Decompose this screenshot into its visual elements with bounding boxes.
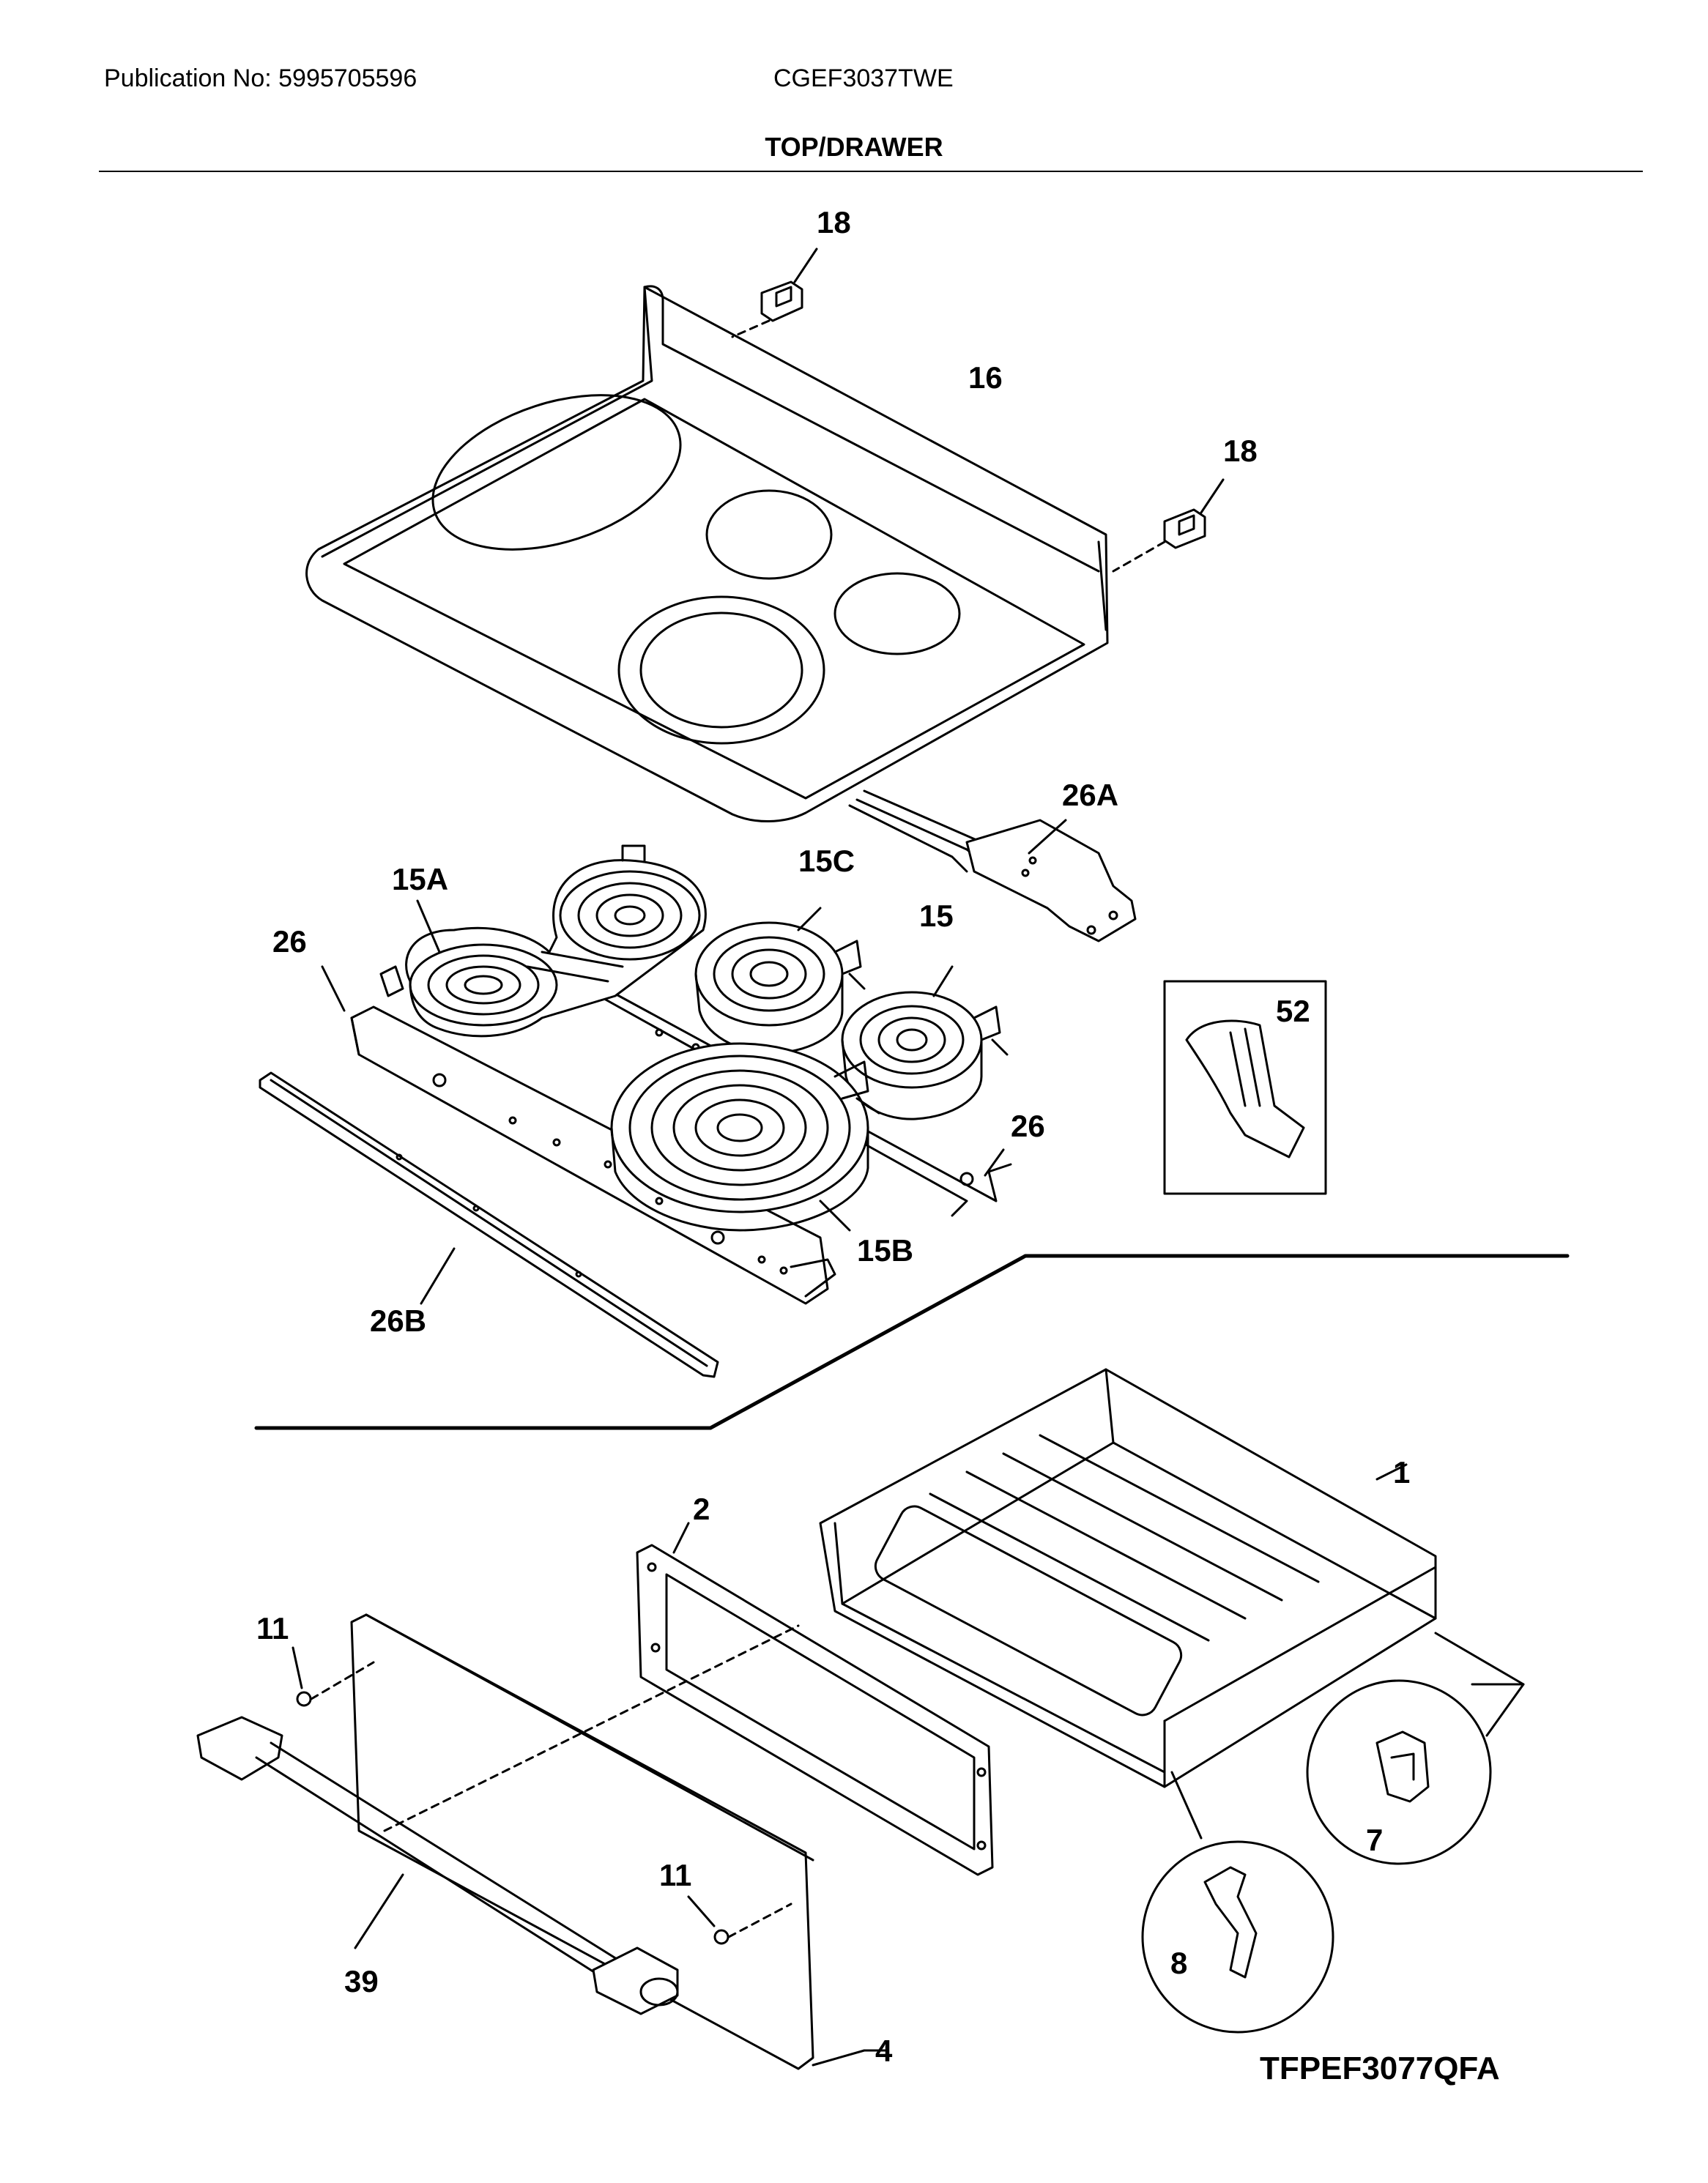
strip-part-26b bbox=[259, 1071, 719, 1378]
header-rule bbox=[99, 171, 1643, 172]
callout-4: 4 bbox=[875, 2034, 893, 2068]
callout-1: 1 bbox=[1393, 1455, 1410, 1490]
clip-part-18-left bbox=[731, 248, 818, 338]
callout-11-lower: 11 bbox=[659, 1858, 691, 1892]
drawer-part-1 bbox=[819, 1368, 1437, 1788]
detail-circle-part-7 bbox=[1306, 1632, 1525, 1865]
cooktop-element-small bbox=[705, 489, 833, 580]
cooktop-element-large bbox=[617, 595, 825, 745]
inset-part-52 bbox=[1163, 980, 1327, 1195]
section-divider-line bbox=[254, 1254, 1570, 1430]
element-part-15c bbox=[694, 907, 866, 1055]
callout-15a: 15A bbox=[392, 862, 448, 896]
callout-52: 52 bbox=[1276, 994, 1310, 1028]
harness-part-26a bbox=[848, 789, 1137, 942]
cooktop-element-rear-right bbox=[833, 572, 961, 655]
drawer-panel-part-2 bbox=[636, 1522, 994, 1876]
section-title: TOP/DRAWER bbox=[765, 132, 943, 162]
screw-part-11-lower bbox=[687, 1895, 792, 1945]
handle-part-39 bbox=[196, 1624, 800, 2015]
diagram-code: TFPEF3077QFA bbox=[1260, 2050, 1500, 2086]
callout-7: 7 bbox=[1366, 1823, 1383, 1857]
detail-circle-part-8 bbox=[1141, 1771, 1334, 2034]
callout-15: 15 bbox=[919, 899, 954, 933]
callout-15b: 15B bbox=[857, 1233, 913, 1268]
element-part-15 bbox=[841, 965, 1009, 1120]
callout-26-right: 26 bbox=[1011, 1109, 1045, 1143]
cooktop-element-oblong bbox=[431, 394, 682, 551]
element-part-15b bbox=[610, 1042, 880, 1232]
callout-15c: 15C bbox=[798, 844, 855, 878]
cooktop-part-16 bbox=[305, 285, 1109, 822]
callout-26-left: 26 bbox=[272, 924, 307, 959]
callout-16: 16 bbox=[968, 360, 1003, 395]
callout-11-upper: 11 bbox=[256, 1611, 289, 1645]
publication-number: Publication No: 5995705596 bbox=[104, 64, 417, 92]
callout-2: 2 bbox=[693, 1492, 710, 1526]
screw-part-11-upper bbox=[292, 1646, 375, 1707]
drawer-front-part-4 bbox=[350, 1613, 888, 2070]
callout-18-right: 18 bbox=[1223, 434, 1258, 468]
clip-part-18-right bbox=[1112, 478, 1225, 573]
model-number: CGEF3037TWE bbox=[773, 64, 954, 92]
callout-26b: 26B bbox=[370, 1304, 426, 1338]
callout-18-left: 18 bbox=[817, 205, 851, 239]
callout-26a: 26A bbox=[1062, 778, 1118, 812]
callout-39: 39 bbox=[344, 1964, 379, 1998]
callout-8: 8 bbox=[1170, 1946, 1187, 1980]
element-part-15a bbox=[379, 844, 707, 1038]
